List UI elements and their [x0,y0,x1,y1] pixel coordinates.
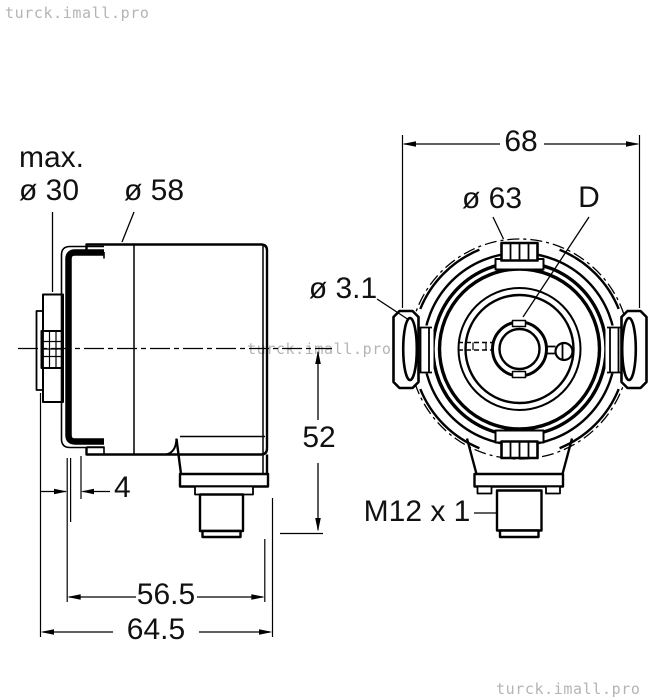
hole-diameter-label: ø 3.1 [308,272,378,305]
total-length-dimension: 64.5 [126,613,186,646]
dia58-leader-line [121,211,135,243]
body-length-dimension: 56.5 [136,578,196,611]
connector-thread-label: M12 x 1 [363,495,471,528]
shaft-max-label: max. [19,141,85,174]
dim-4-linework [40,488,110,495]
ring-diameter-label: ø 63 [461,182,523,215]
dim-68-linework [401,135,641,308]
shaft-d-leader-line [522,216,590,318]
dia63-leader-line [492,216,505,240]
side-view-linework [18,211,332,637]
shaft-bore-label: D [578,181,600,214]
watermark-bottom-right: turck.imall.pro [496,680,641,698]
shaft-diameter-label: ø 30 [19,174,80,207]
overall-width-dimension: 68 [504,125,538,158]
watermark-top-left: turck.imall.pro [5,4,150,22]
dia31-leader-line [376,298,410,321]
connector-drop-dimension: 52 [302,421,336,454]
dim-52-linework [315,350,321,532]
body-diameter-label: ø 58 [124,174,185,207]
dim-64-5-linework [40,629,273,635]
flange-offset-dimension: 4 [114,471,131,504]
dim-56-5-linework [67,594,265,600]
front-view-linework [376,135,648,539]
